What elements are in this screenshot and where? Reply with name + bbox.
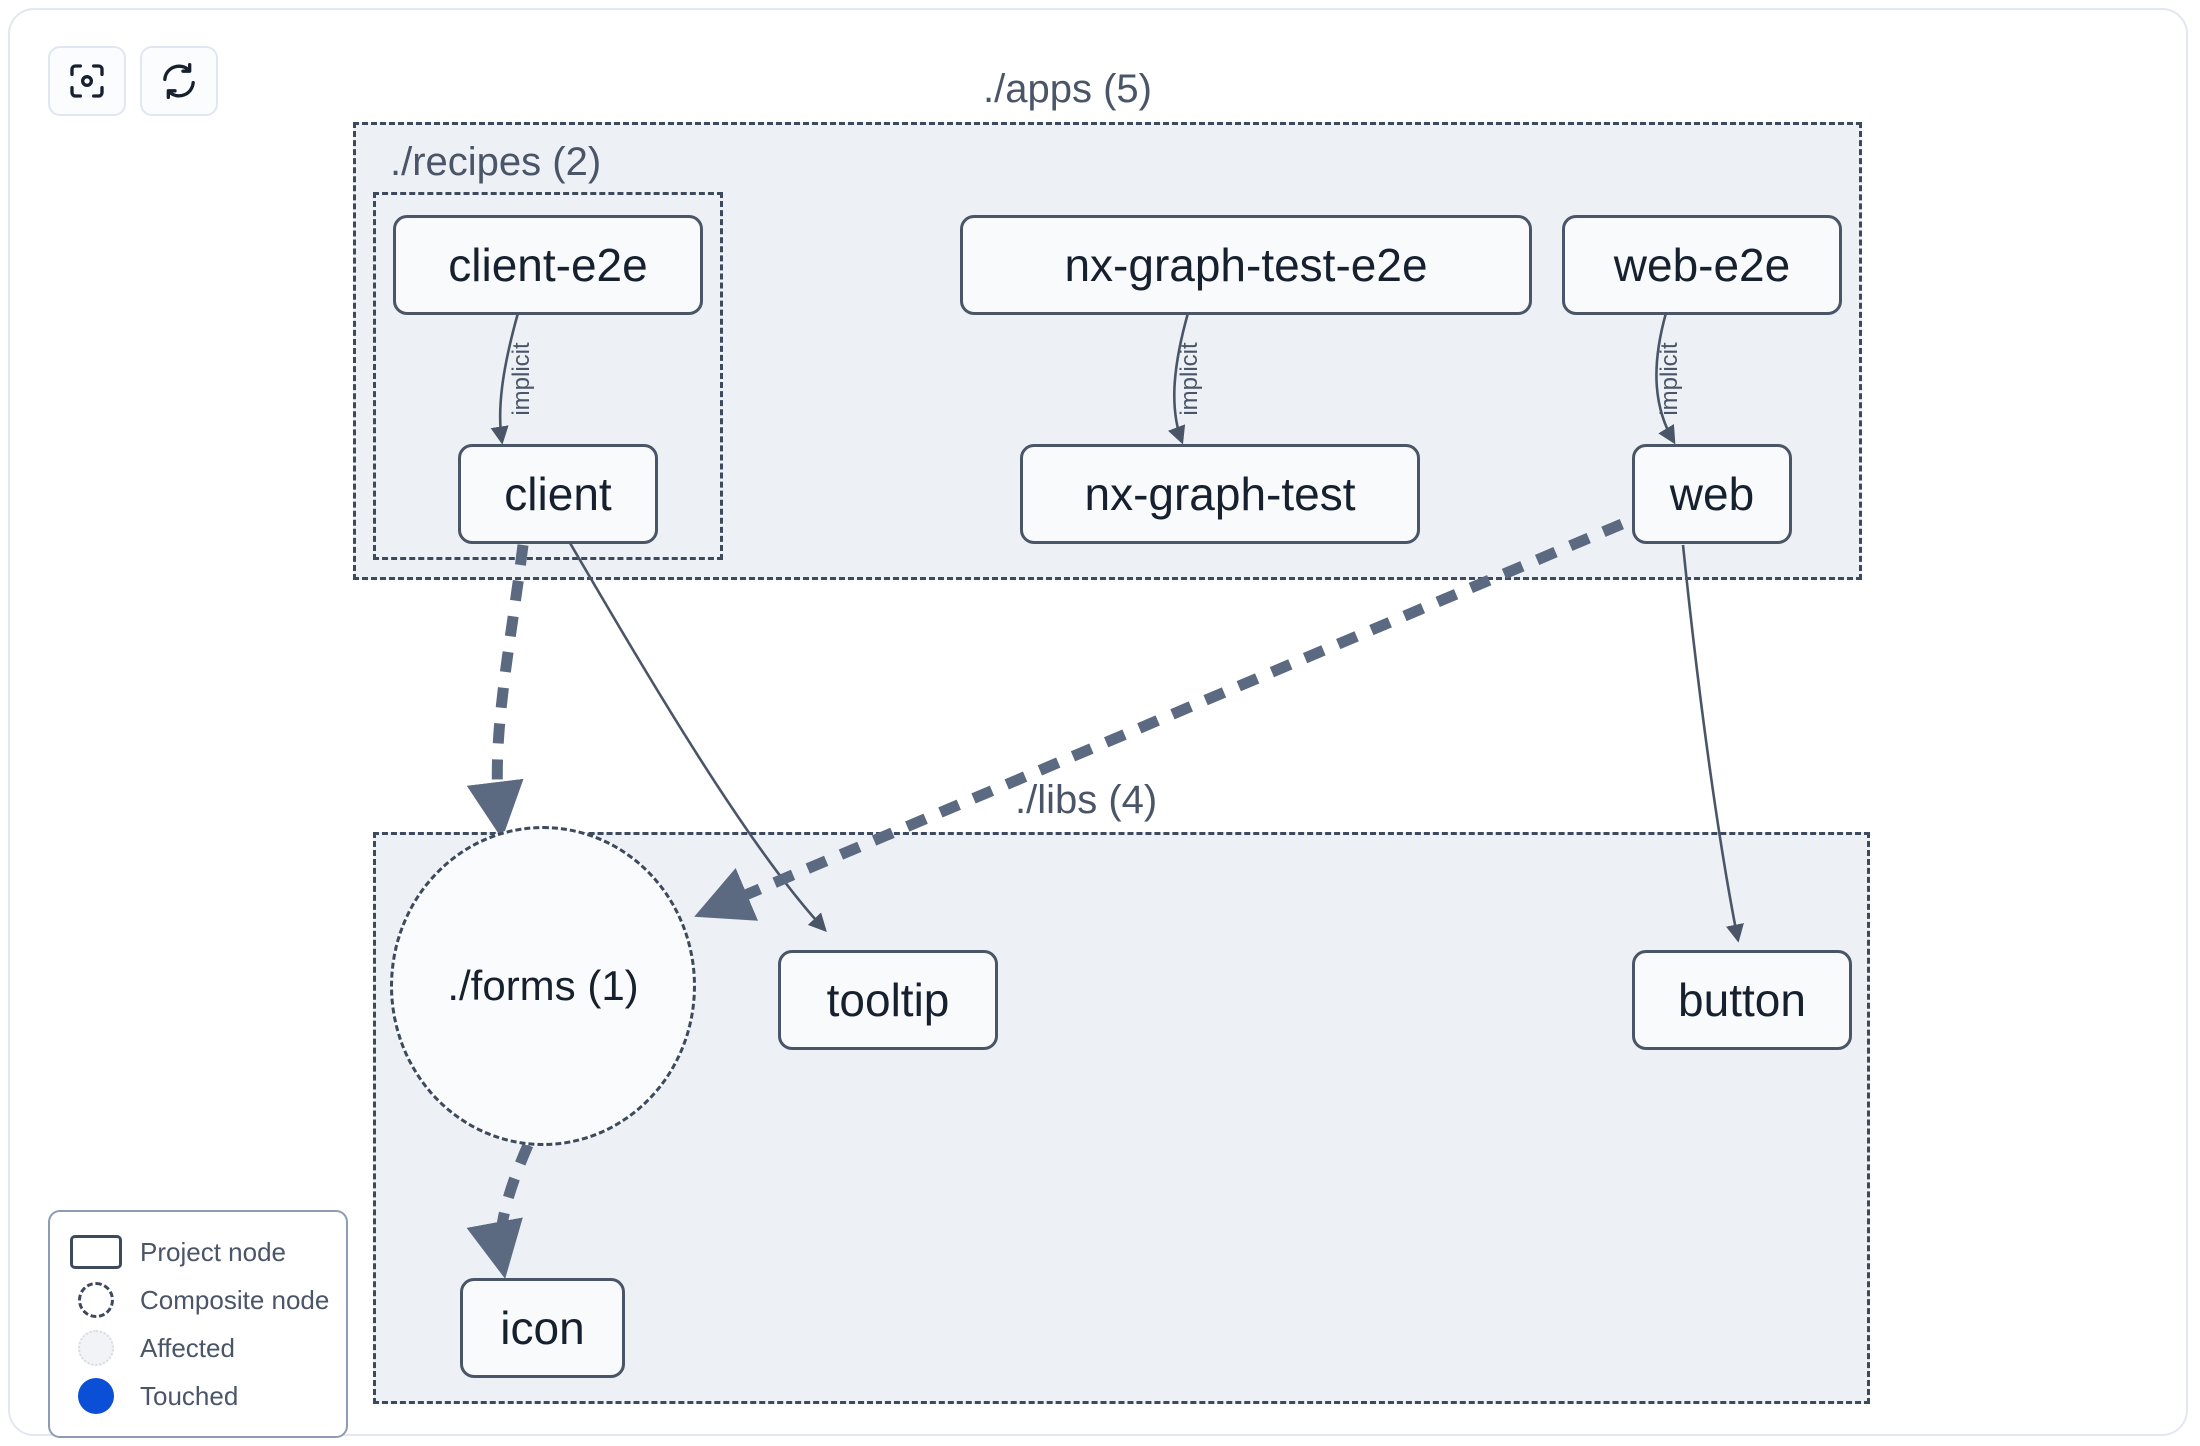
legend-label-touched: Touched bbox=[140, 1380, 239, 1411]
group-libs-label: ./libs (4) bbox=[1015, 778, 1158, 822]
composite-node-swatch bbox=[68, 1280, 124, 1320]
group-recipes-label: ./recipes (2) bbox=[390, 140, 602, 184]
node-web-e2e[interactable]: web-e2e bbox=[1562, 215, 1842, 315]
group-apps-label: ./apps (5) bbox=[983, 67, 1152, 111]
project-node-swatch bbox=[68, 1232, 124, 1272]
node-nx-graph-test-e2e[interactable]: nx-graph-test-e2e bbox=[960, 215, 1532, 315]
graph-toolbar bbox=[48, 46, 218, 116]
node-icon[interactable]: icon bbox=[460, 1278, 625, 1378]
refresh-graph-button[interactable] bbox=[140, 46, 218, 116]
focus-target-icon bbox=[67, 61, 107, 101]
affected-swatch bbox=[68, 1328, 124, 1368]
node-forms-composite[interactable]: ./forms (1) bbox=[390, 826, 696, 1146]
graph-canvas-card: ./apps (5) ./recipes (2) ./libs (4) bbox=[8, 8, 2188, 1438]
graph-legend: Project node Composite node Affected Tou… bbox=[48, 1210, 348, 1438]
edge-client-to-forms bbox=[466, 544, 529, 840]
touched-swatch bbox=[68, 1376, 124, 1416]
node-client[interactable]: client bbox=[458, 444, 658, 544]
focus-graph-button[interactable] bbox=[48, 46, 126, 116]
legend-label-project-node: Project node bbox=[140, 1236, 286, 1267]
legend-item-composite-node: Composite node bbox=[68, 1276, 330, 1324]
node-tooltip[interactable]: tooltip bbox=[778, 950, 998, 1050]
legend-label-affected: Affected bbox=[140, 1332, 235, 1363]
node-client-e2e[interactable]: client-e2e bbox=[393, 215, 703, 315]
legend-item-project-node: Project node bbox=[68, 1228, 328, 1276]
legend-item-affected: Affected bbox=[68, 1324, 328, 1372]
refresh-icon bbox=[159, 61, 199, 101]
legend-item-touched: Touched bbox=[68, 1372, 328, 1420]
node-web[interactable]: web bbox=[1632, 444, 1792, 544]
legend-label-composite-node: Composite node bbox=[140, 1284, 330, 1315]
node-nx-graph-test[interactable]: nx-graph-test bbox=[1020, 444, 1420, 544]
node-button[interactable]: button bbox=[1632, 950, 1852, 1050]
